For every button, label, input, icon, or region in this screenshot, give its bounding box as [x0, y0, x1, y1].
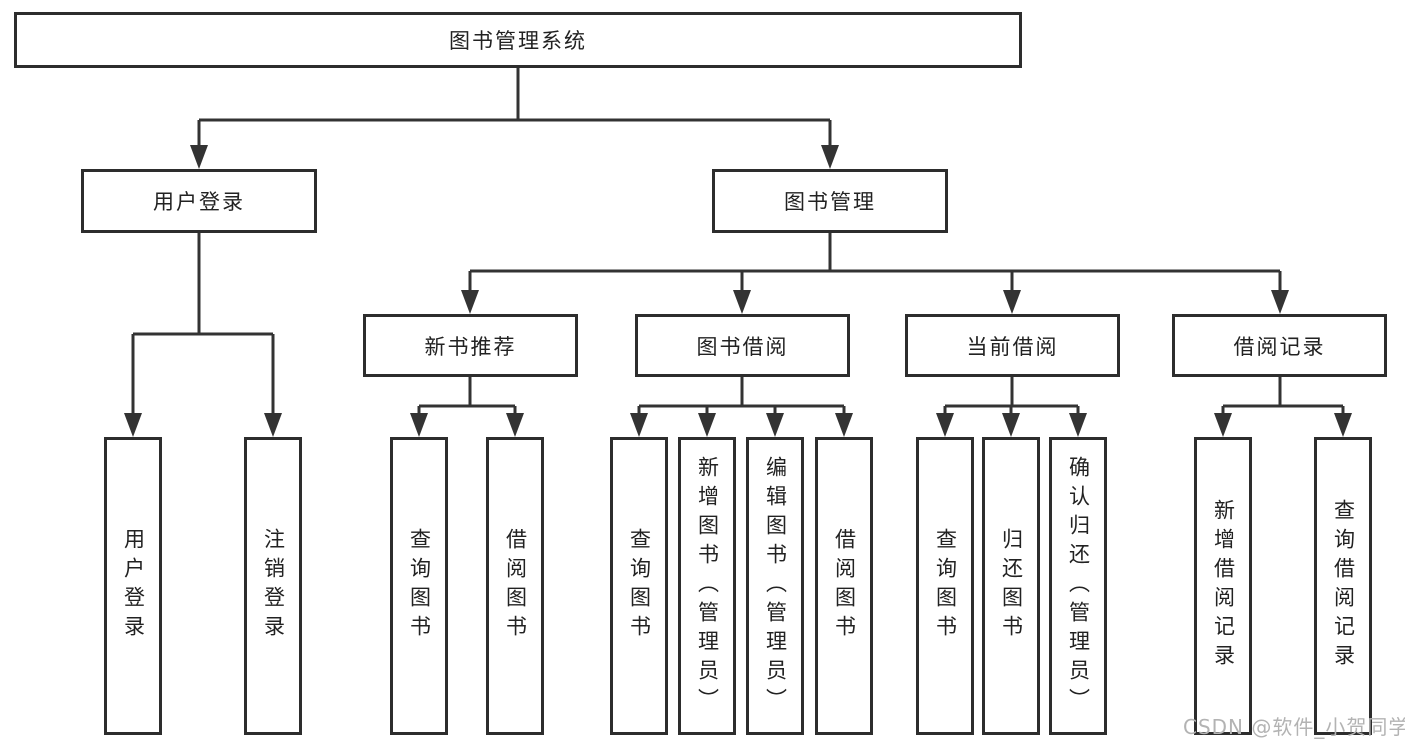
leaf-edit-books-admin-label: 编辑图书（管理员） — [763, 455, 788, 717]
csdn-watermark: CSDN @软件_小贺同学 — [1183, 715, 1405, 739]
node-user-login-group: 用户登录 — [81, 169, 317, 233]
node-book-management-label: 图书管理 — [784, 190, 876, 214]
leaf-return-books: 归还图书 — [982, 437, 1040, 735]
leaf-user-login-label: 用户登录 — [121, 528, 146, 644]
leaf-query-borrow-record: 查询借阅记录 — [1314, 437, 1372, 735]
leaf-query-books-recommend-label: 查询图书 — [407, 528, 432, 644]
node-borrowing-records-label: 借阅记录 — [1233, 334, 1326, 359]
leaf-edit-books-admin: 编辑图书（管理员） — [746, 437, 804, 735]
leaf-add-borrow-record-label: 新增借阅记录 — [1211, 499, 1236, 673]
leaf-query-books-borrowing: 查询图书 — [610, 437, 668, 735]
leaf-borrow-books-recommend: 借阅图书 — [486, 437, 544, 735]
leaf-borrow-books-borrowing: 借阅图书 — [815, 437, 873, 735]
leaf-query-books-current-label: 查询图书 — [933, 528, 958, 644]
leaf-confirm-return-admin: 确认归还（管理员） — [1049, 437, 1107, 735]
leaf-query-books-recommend: 查询图书 — [390, 437, 448, 735]
leaf-confirm-return-admin-label: 确认归还（管理员） — [1066, 455, 1091, 717]
leaf-query-books-current: 查询图书 — [916, 437, 974, 735]
leaf-logout-label: 注销登录 — [261, 528, 286, 644]
node-borrowing-records: 借阅记录 — [1172, 314, 1387, 377]
node-new-book-recommend-label: 新书推荐 — [424, 334, 517, 359]
leaf-return-books-label: 归还图书 — [999, 528, 1024, 644]
node-library-system: 图书管理系统 — [14, 12, 1022, 68]
leaf-user-login: 用户登录 — [104, 437, 162, 735]
leaf-borrow-books-borrowing-label: 借阅图书 — [832, 528, 857, 644]
node-library-system-label: 图书管理系统 — [449, 29, 587, 53]
leaf-borrow-books-recommend-label: 借阅图书 — [503, 528, 528, 644]
node-book-management: 图书管理 — [712, 169, 948, 233]
node-book-borrowing-label: 图书借阅 — [696, 334, 789, 359]
node-current-borrowing-label: 当前借阅 — [966, 334, 1059, 359]
leaf-query-books-borrowing-label: 查询图书 — [627, 528, 652, 644]
node-user-login-group-label: 用户登录 — [153, 190, 245, 214]
leaf-add-borrow-record: 新增借阅记录 — [1194, 437, 1252, 735]
node-book-borrowing: 图书借阅 — [635, 314, 850, 377]
leaf-add-books-admin: 新增图书（管理员） — [678, 437, 736, 735]
leaf-query-borrow-record-label: 查询借阅记录 — [1331, 499, 1356, 673]
node-current-borrowing: 当前借阅 — [905, 314, 1120, 377]
node-new-book-recommend: 新书推荐 — [363, 314, 578, 377]
leaf-logout: 注销登录 — [244, 437, 302, 735]
leaf-add-books-admin-label: 新增图书（管理员） — [695, 455, 720, 717]
